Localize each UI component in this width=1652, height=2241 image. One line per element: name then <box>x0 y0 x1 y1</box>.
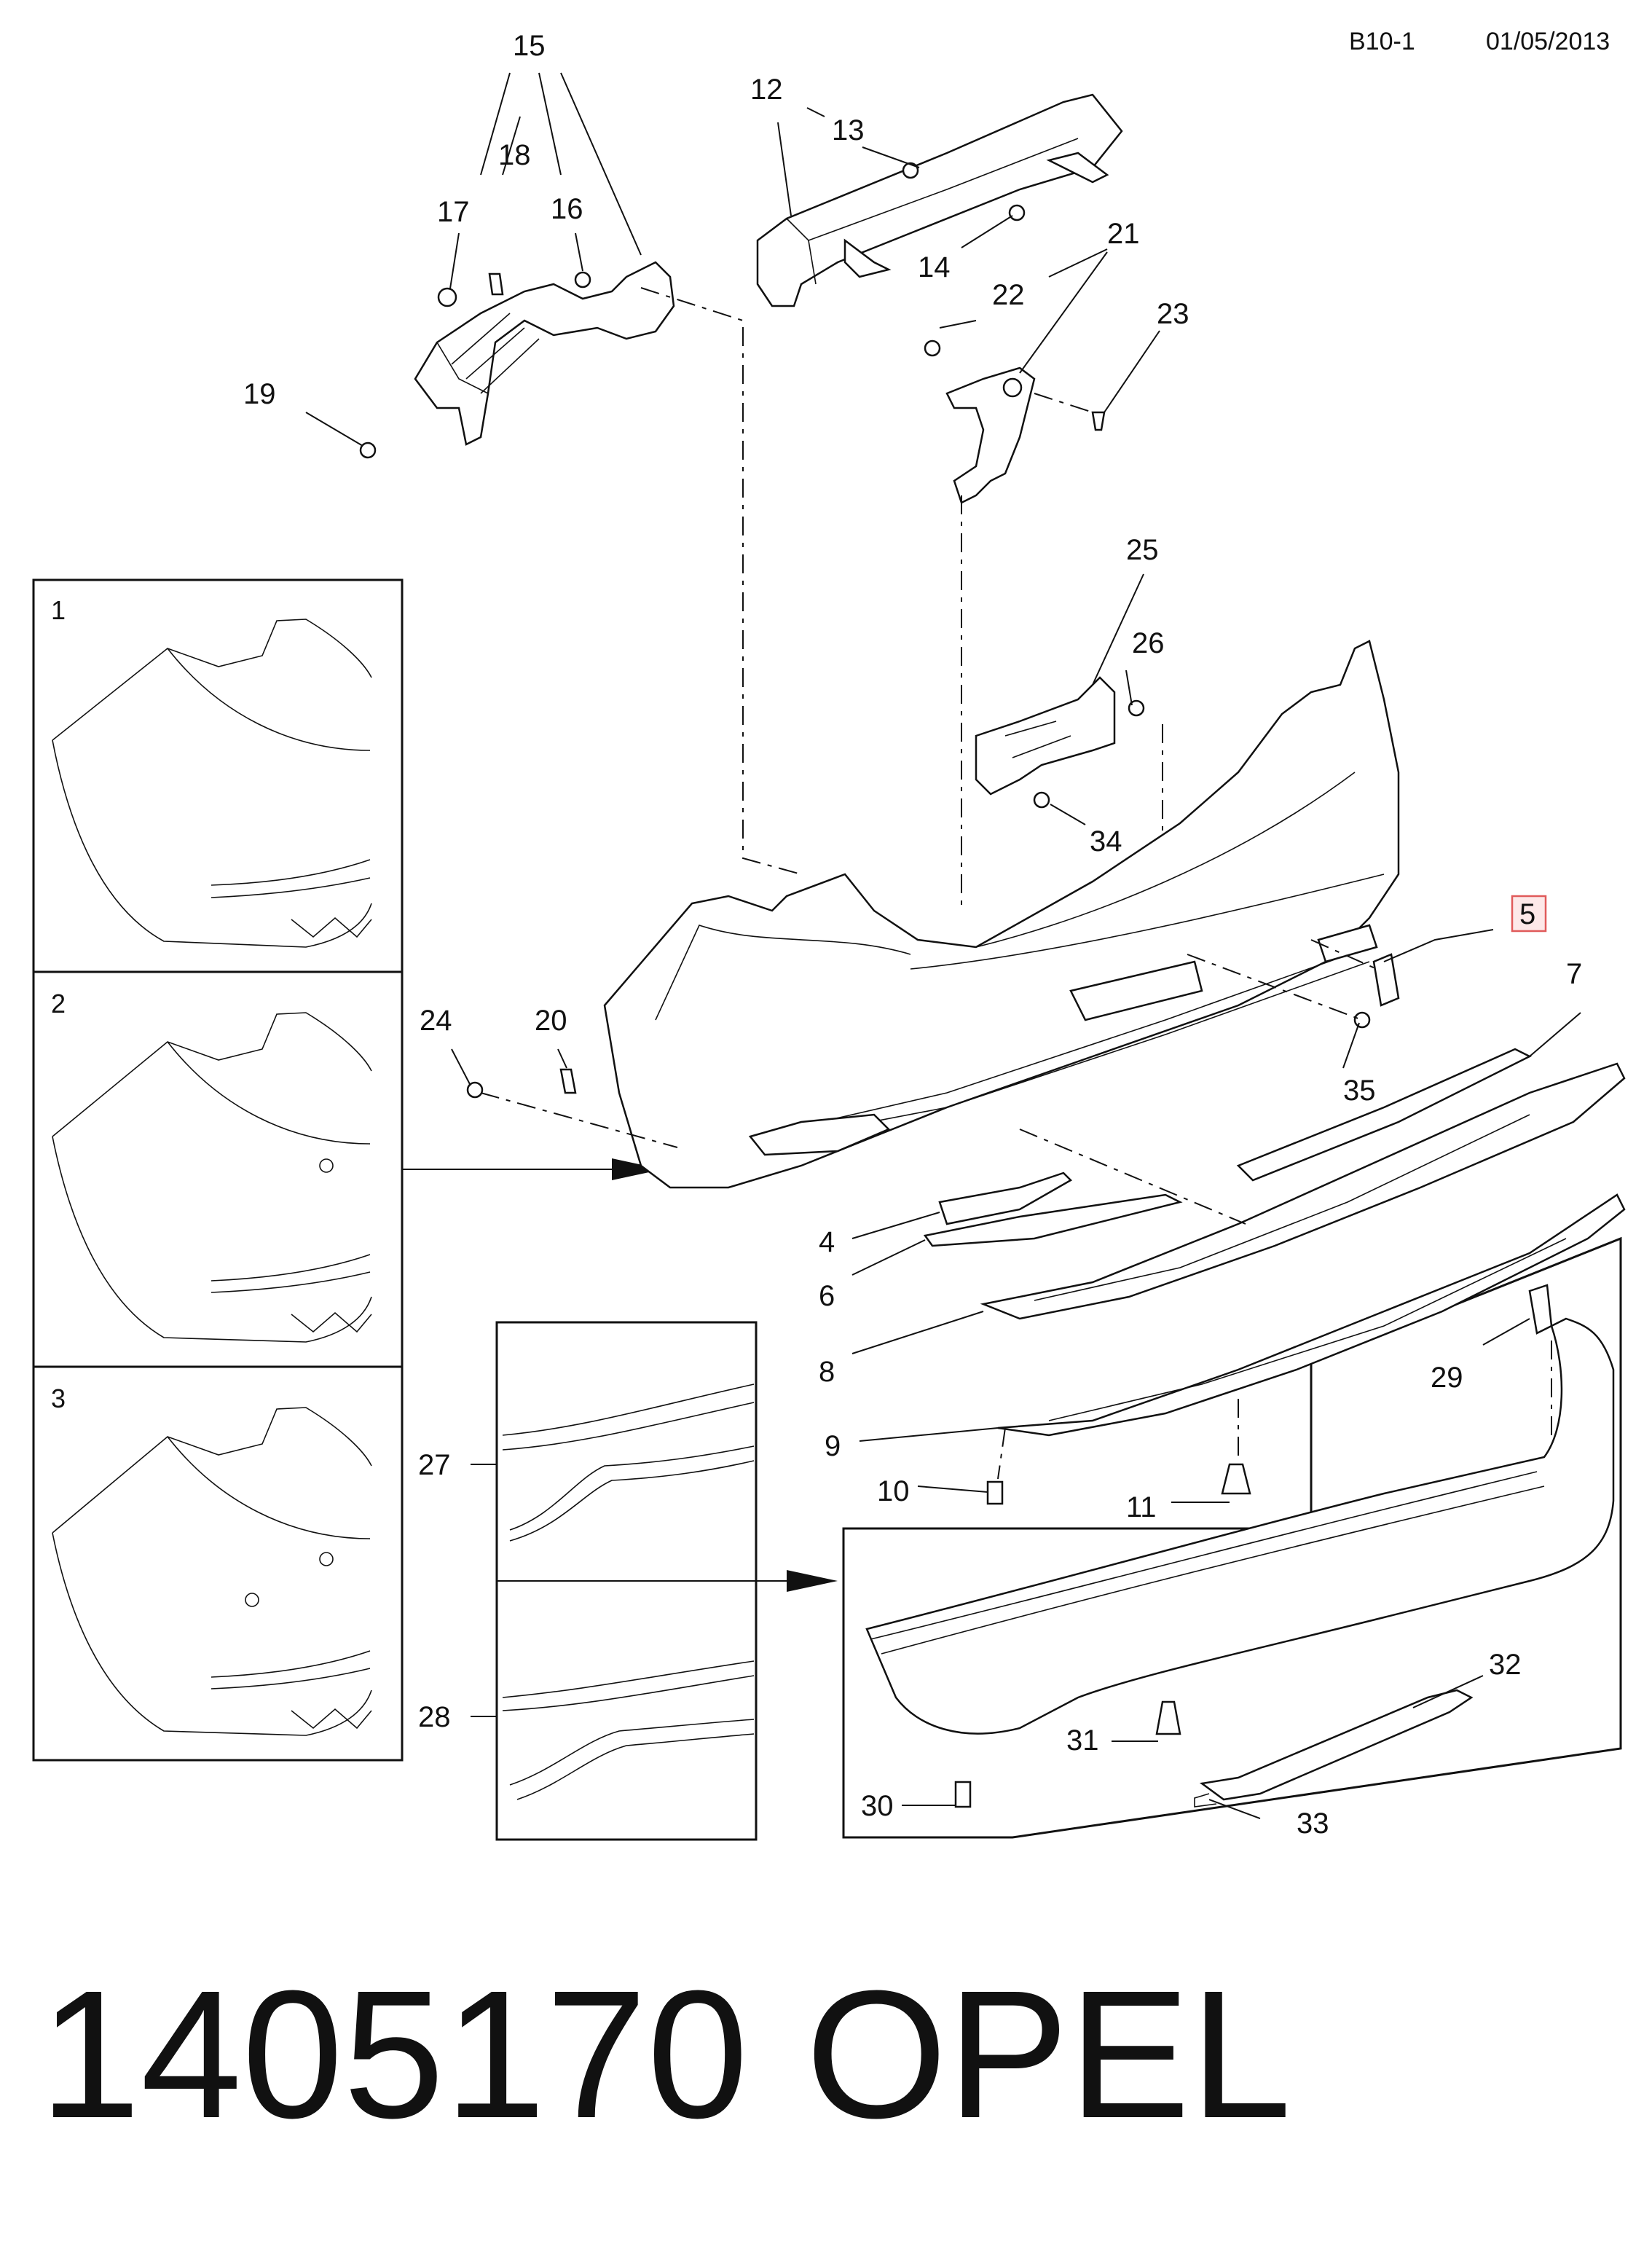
callout-32: 32 <box>1489 1649 1522 1681</box>
trim-8 <box>980 1062 1626 1320</box>
fasteners <box>466 953 1553 1808</box>
diagram-date: 01/05/2013 <box>1486 28 1610 55</box>
callout-14: 14 <box>918 251 951 283</box>
callout-20: 20 <box>535 1005 567 1037</box>
guide-bracket <box>975 676 1145 809</box>
callout-15: 15 <box>513 30 546 62</box>
callout-34: 34 <box>1090 825 1122 857</box>
callout-28: 28 <box>418 1701 451 1733</box>
callout-17: 17 <box>437 196 470 228</box>
inset-number: 1 <box>51 595 66 625</box>
assembly-lines <box>480 287 1552 1480</box>
inset-lower-right <box>842 1236 1622 1839</box>
callout-16: 16 <box>551 193 583 225</box>
reinforcement-beam <box>756 93 1123 307</box>
callout-30: 30 <box>861 1790 894 1822</box>
callout-18: 18 <box>498 139 531 171</box>
inset-diffuser <box>495 1321 838 1841</box>
callout-5-highlight[interactable]: 5 <box>1511 895 1547 933</box>
callout-23: 23 <box>1157 298 1189 330</box>
callout-29: 29 <box>1431 1362 1463 1394</box>
callout-33: 33 <box>1297 1808 1329 1840</box>
leader-lines <box>305 72 1581 1819</box>
callout-21: 21 <box>1107 218 1140 250</box>
trim-4 <box>938 1171 1073 1225</box>
callout-labels: 15 18 17 16 19 12 13 14 21 22 23 25 26 3… <box>243 30 1582 1840</box>
callout-24: 24 <box>420 1005 452 1037</box>
callout-10: 10 <box>877 1475 910 1507</box>
inset-2: 2 <box>32 970 404 1368</box>
brand-name: OPEL <box>806 1952 1291 2156</box>
callout-5: 5 <box>1519 898 1535 930</box>
callout-27: 27 <box>418 1449 451 1481</box>
callout-4: 4 <box>819 1226 835 1258</box>
callout-19: 19 <box>243 378 276 410</box>
inset-arrow <box>402 1158 663 1180</box>
trim-6 <box>923 1193 1183 1247</box>
callout-12: 12 <box>750 74 783 106</box>
callout-25: 25 <box>1126 534 1159 566</box>
callout-26: 26 <box>1132 627 1165 659</box>
callout-8: 8 <box>819 1356 835 1388</box>
side-bracket-left <box>359 261 675 459</box>
callout-22: 22 <box>992 279 1025 311</box>
callout-31: 31 <box>1066 1724 1099 1757</box>
callout-35: 35 <box>1343 1075 1376 1107</box>
callout-7: 7 <box>1566 958 1582 990</box>
inset-number: 2 <box>51 989 66 1019</box>
center-bracket <box>924 340 1106 504</box>
inset-1: 1 <box>32 578 404 973</box>
inset-3: 3 <box>32 1365 404 1762</box>
callout-11: 11 <box>1126 1491 1157 1523</box>
trim-9 <box>997 1193 1626 1437</box>
part-number: 1405170 <box>39 1952 748 2156</box>
callout-13: 13 <box>832 114 865 146</box>
callout-9: 9 <box>825 1430 841 1462</box>
sheet-code: B10-1 <box>1349 28 1415 55</box>
rear-bumper-fascia <box>603 640 1400 1189</box>
inset-number: 3 <box>51 1384 66 1413</box>
callout-6: 6 <box>819 1280 835 1312</box>
